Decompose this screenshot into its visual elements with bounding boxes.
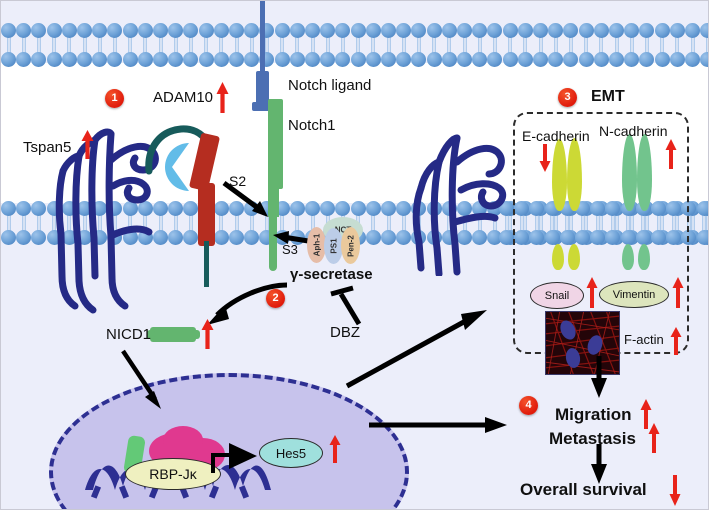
dbz-label: DBZ xyxy=(330,324,360,341)
vimentin-text: Vimentin xyxy=(612,288,656,301)
nicd1-protein-cap-left xyxy=(147,330,155,339)
adam10-up-arrow xyxy=(216,82,229,113)
emt-to-migration-arrow xyxy=(591,356,607,398)
notch-ligand-foot xyxy=(252,102,273,111)
badge-3: 3 xyxy=(558,88,577,107)
metastasis-to-survival-arrow xyxy=(591,444,607,484)
tspan5-up-arrow xyxy=(81,130,94,159)
e-cadherin-label: E-cadherin xyxy=(522,128,590,144)
notch1-icd-stub xyxy=(269,215,277,271)
migration-label: Migration xyxy=(555,405,632,424)
nicd1-nuclear-entry-arrow xyxy=(121,349,161,409)
migration-up-arrow xyxy=(640,399,652,429)
notch-ligand-label: Notch ligand xyxy=(288,77,372,94)
overall-survival-label: Overall survival xyxy=(520,480,647,499)
vimentin-up-arrow xyxy=(672,277,684,308)
notch1-ecd xyxy=(268,99,283,189)
n-cadherin-tail-b xyxy=(638,244,650,270)
notch-ligand-stalk xyxy=(260,1,265,73)
hes5-text: Hes5 xyxy=(275,445,307,461)
gamma-secretase-aph1-subunit: Aph-1 xyxy=(307,227,326,263)
rbp-jk-label: RBP-Jκ xyxy=(125,458,221,490)
coactivator-complex-blob-3 xyxy=(163,426,203,454)
nicd1-release-arrow xyxy=(207,282,288,325)
membrane-upper xyxy=(1,23,708,67)
metastasis-up-arrow xyxy=(648,423,660,453)
adam10-label: ADAM10 xyxy=(153,89,214,106)
n-cadherin-label: N-cadherin xyxy=(599,123,668,139)
nicd1-protein xyxy=(150,327,196,342)
nicd1-label: NICD1 xyxy=(106,326,152,343)
badge-2: 2 xyxy=(266,289,285,308)
gamma-secretase-label: γ-secretase xyxy=(290,266,373,283)
gamma-secretase-pen2-subunit: Pen-2 xyxy=(341,227,360,264)
s3-label: S3 xyxy=(282,242,298,257)
vimentin-label: Vimentin xyxy=(599,281,669,308)
adam10-disintegrin-domain xyxy=(165,143,189,191)
adam10-cytoplasmic-tail xyxy=(204,241,209,287)
emt-label: EMT xyxy=(591,88,625,105)
s2-label: S2 xyxy=(229,173,247,189)
e-cadherin-down-arrow xyxy=(539,144,551,172)
e-cadherin-monomer-b xyxy=(567,138,582,211)
dbz-inhibition-line xyxy=(330,285,362,326)
overall-survival-down-arrow xyxy=(669,475,681,506)
emt-cell-interior-white xyxy=(499,106,708,211)
e-cadherin-tail-a xyxy=(552,244,564,270)
adam10-stalk-domain xyxy=(198,183,215,246)
hes5-up-arrow xyxy=(329,435,341,463)
metastasis-label: Metastasis xyxy=(549,429,636,448)
nucleus-to-emt-arrow xyxy=(345,310,487,389)
notch1-tm xyxy=(268,187,279,217)
notch1-label: Notch1 xyxy=(288,117,336,134)
hes5-label: Hes5 xyxy=(259,438,323,468)
nicd1-up-arrow xyxy=(201,319,214,349)
tspan5-structure-right xyxy=(412,134,507,276)
n-cadherin-monomer-a xyxy=(622,134,637,211)
n-cadherin-up-arrow xyxy=(665,139,677,169)
nucleus-to-outcome-arrow xyxy=(369,417,507,433)
n-cadherin-monomer-b xyxy=(637,134,652,211)
tspan5-label: Tspan5 xyxy=(23,139,72,156)
snail-text: Snail xyxy=(544,289,570,302)
snail-label: Snail xyxy=(530,282,584,309)
notch-ligand-body xyxy=(256,71,269,107)
badge-1: 1 xyxy=(105,89,124,108)
n-cadherin-tail-a xyxy=(622,244,634,270)
s2-cleavage-arrow xyxy=(222,180,268,217)
f-actin-label: F-actin xyxy=(624,332,664,347)
snail-up-arrow xyxy=(586,277,598,308)
nicd1-protein-cap-right xyxy=(192,330,200,339)
f-actin-micrograph xyxy=(545,311,620,375)
f-actin-up-arrow xyxy=(670,327,682,355)
badge-4: 4 xyxy=(519,396,538,415)
e-cadherin-monomer-a xyxy=(552,139,567,211)
rbp-jk-text: RBP-Jκ xyxy=(149,466,197,482)
gamma-secretase-ps1-subunit: PS1 xyxy=(324,228,343,264)
transcription-arrow xyxy=(211,443,257,473)
e-cadherin-tail-b xyxy=(568,244,580,270)
